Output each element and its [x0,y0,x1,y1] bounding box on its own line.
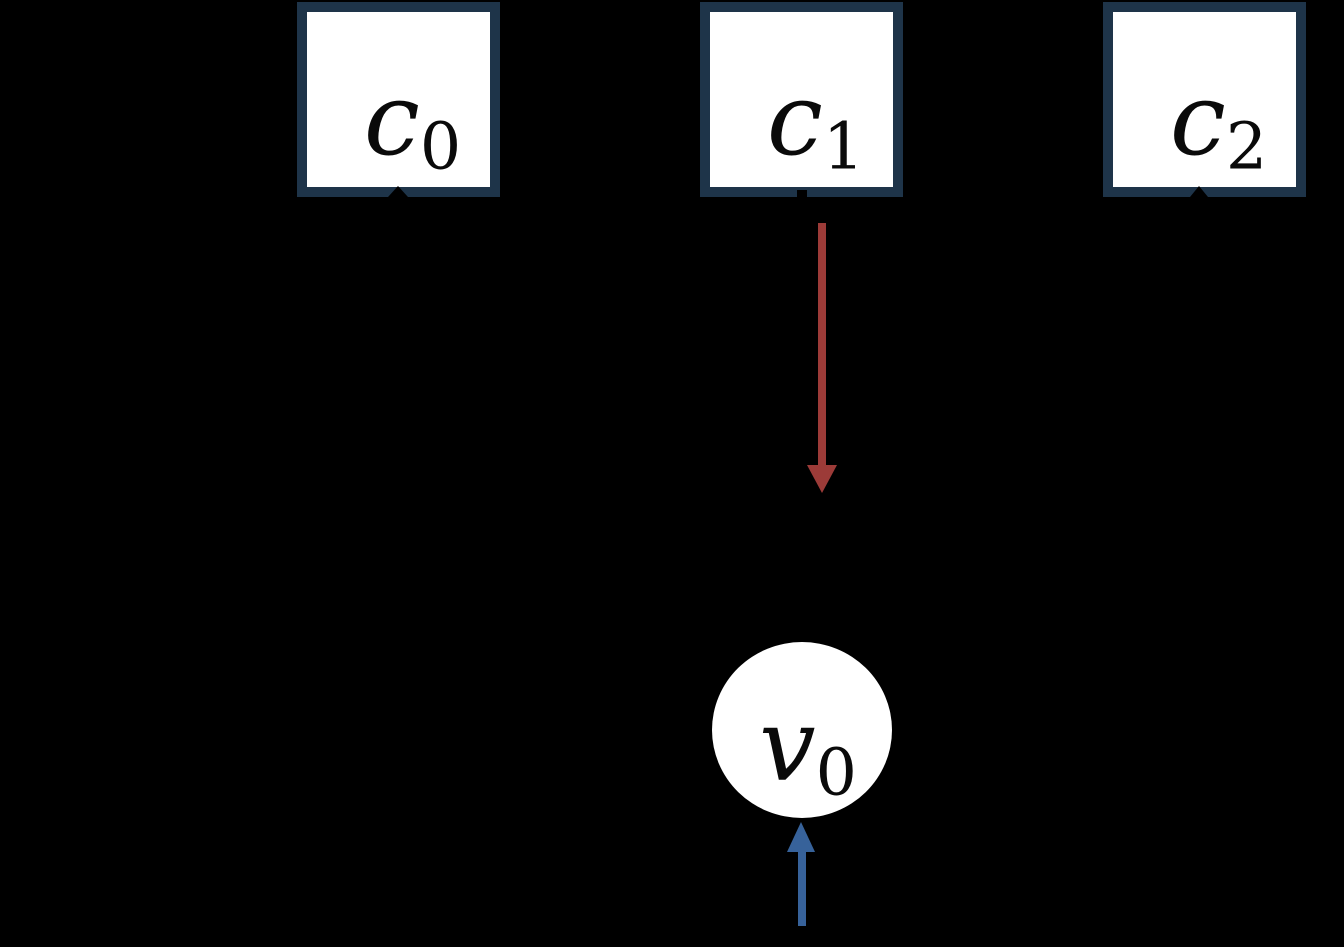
black-arrowhead-icon-c2 [1190,186,1208,197]
blue-up-arrowhead-icon [787,822,815,852]
variable-node-v0-label: v0 [759,696,857,806]
black-arrowhead-icon-c1 [797,190,807,198]
factor-node-c2-label: c2 [1170,69,1267,179]
red-down-arrow-shaft [818,223,826,466]
label-subscript-c0: 0 [419,108,462,184]
label-subscript-c1: 1 [822,108,865,184]
black-arrowhead-icon-c0 [388,186,408,197]
label-subscript-c2: 2 [1225,108,1268,184]
red-down-arrowhead-icon [807,465,837,493]
factor-node-c0: c0 [297,2,500,197]
factor-node-c0-label: c0 [364,69,461,179]
factor-node-c1-label: c1 [767,69,864,179]
variable-node-v0: v0 [712,642,892,818]
label-base-c1: c [766,60,823,178]
factor-node-c1: c1 [700,2,903,197]
label-base-v0: v [759,687,816,804]
label-base-c0: c [363,60,420,178]
blue-up-arrow-shaft [798,850,806,926]
label-base-c2: c [1169,60,1226,178]
factor-node-c2: c2 [1103,2,1306,197]
label-subscript-v0: 0 [815,735,857,811]
